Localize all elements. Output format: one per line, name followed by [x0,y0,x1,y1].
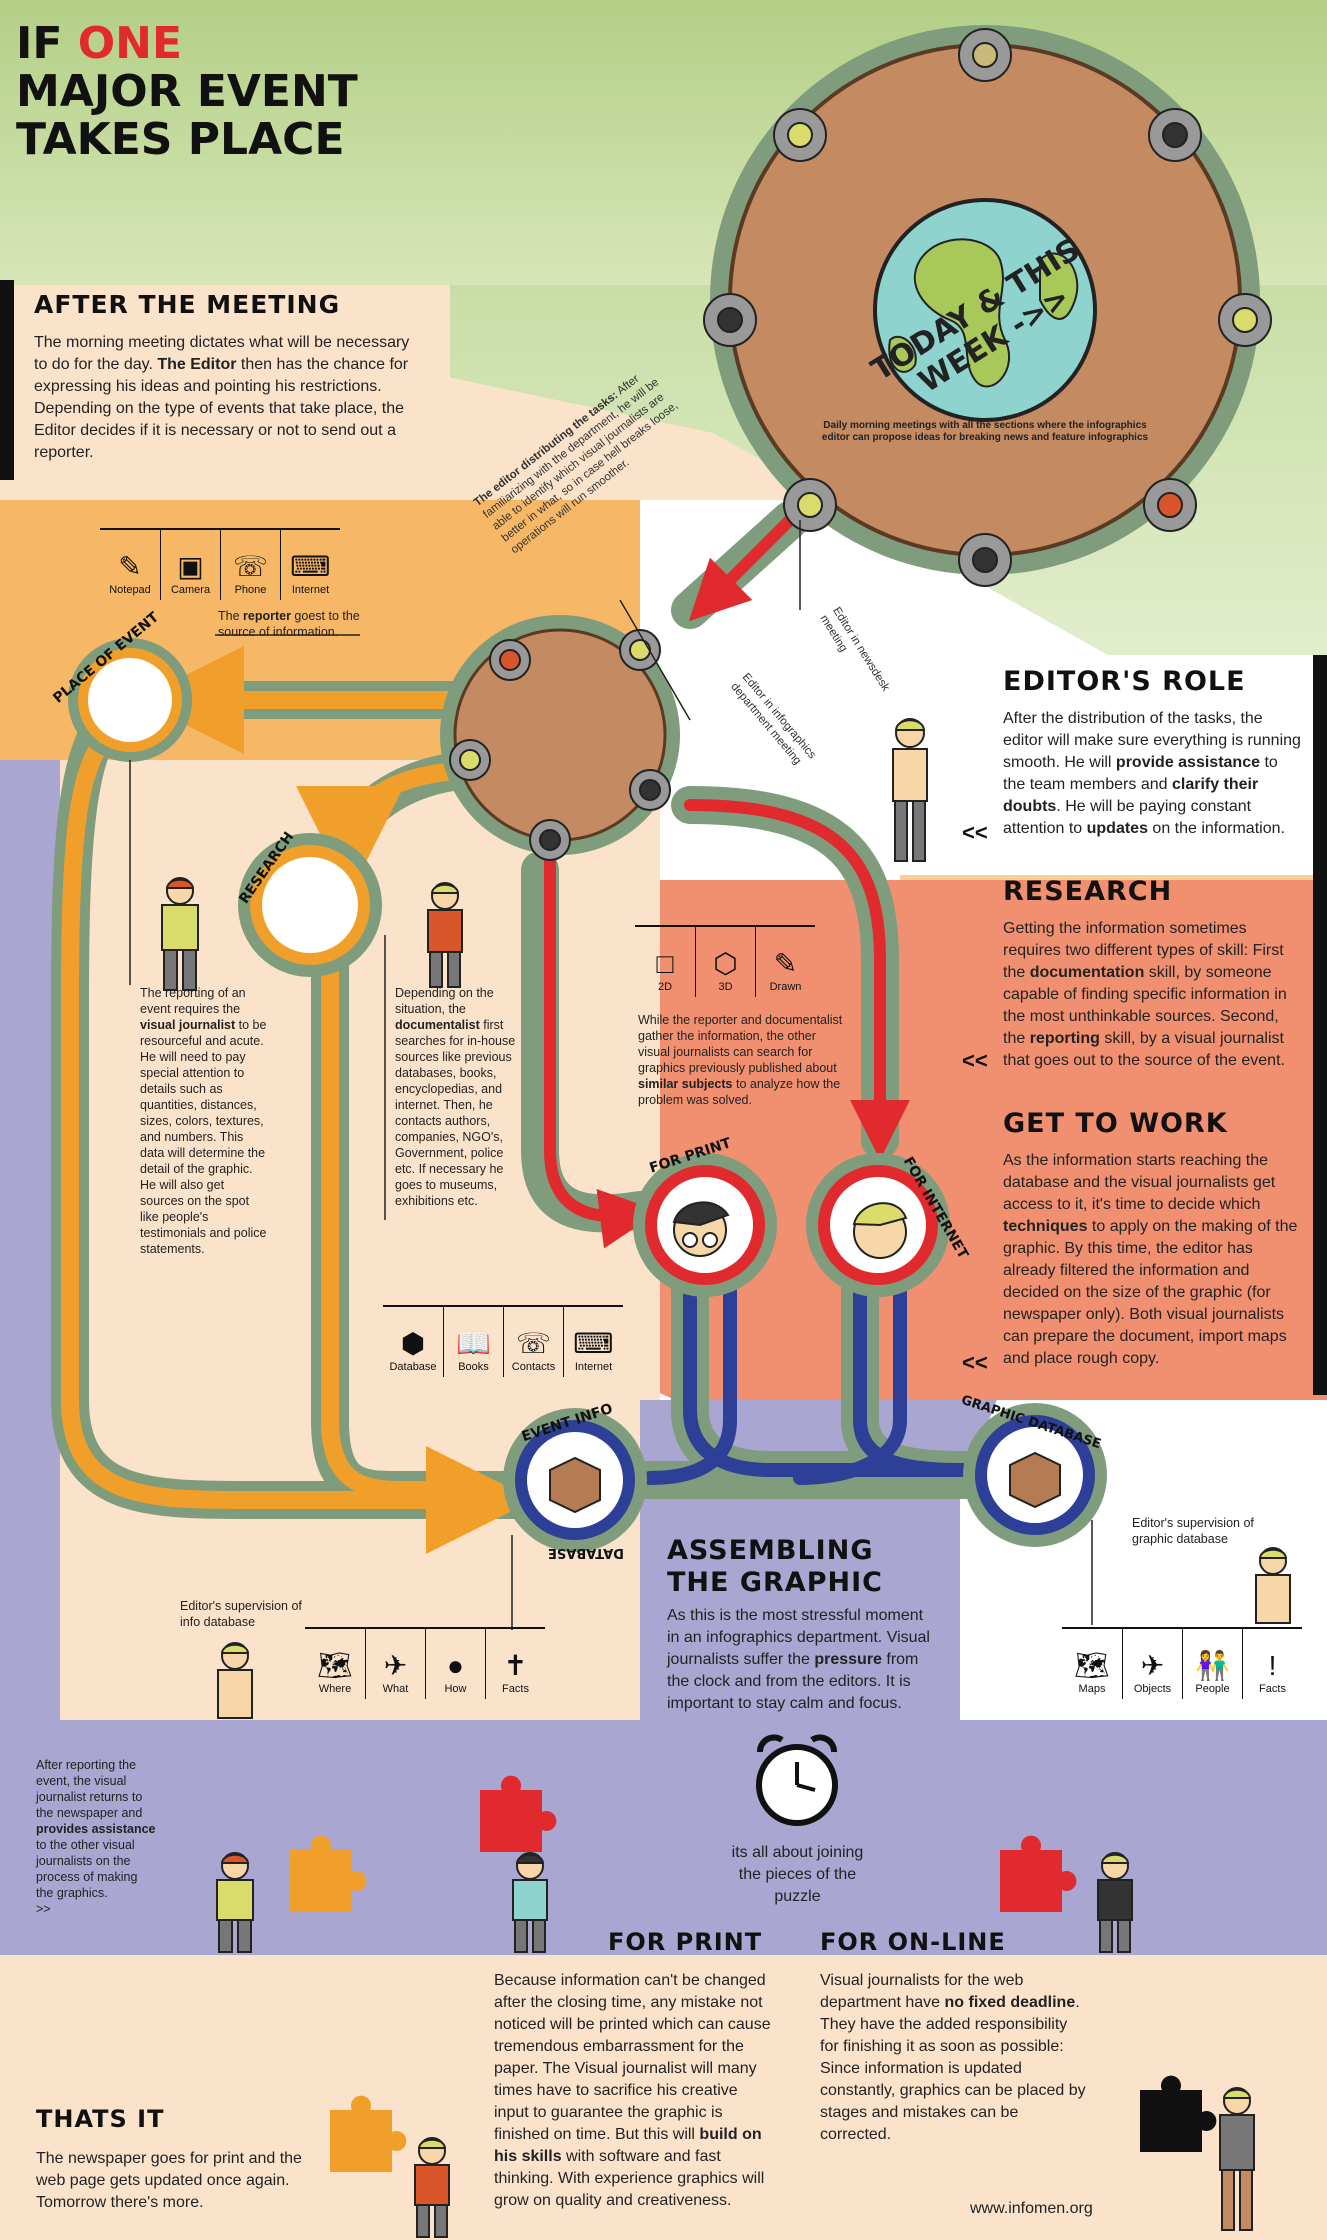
exclamation-icon: ! [1268,1650,1277,1681]
tool-camera: ▣Camera [160,530,220,600]
tool-2d: □2D [656,948,674,993]
plane-icon: ✈ [383,1650,408,1681]
map-icon: 🗺 [317,1650,353,1681]
tool-database: ⬢Database [389,1328,437,1373]
box-icon: ⬢ [400,1328,426,1359]
editors-role-body: After the distribution of the tasks, the… [1003,710,1301,837]
bomb-icon: ● [447,1650,464,1681]
after-reporting-note: After reporting the event, the visual jo… [36,1758,156,1916]
for-online-body: Visual journalists for the web departmen… [820,1972,1086,2143]
documentalist-note: Depending on the situation, the document… [395,986,516,1208]
tool-drawn: ✎Drawn [755,927,815,997]
after-meeting-heading: AFTER THE MEETING [34,290,341,319]
editor-figure-role [892,718,928,862]
title-if: IF [16,18,78,69]
editor-figure-info [217,1642,253,1719]
journalist-figure-5 [1219,2087,1255,2231]
editor-figure-graphic [1255,1547,1291,1624]
tool-internet: ⌨Internet [280,530,340,600]
get-to-work-arrow: << [962,1350,988,1375]
tool-gdb-facts: !Facts [1242,1629,1302,1699]
for-online-heading: FOR ON-LINE [820,1928,1006,1956]
cube-icon: ⬡ [713,948,738,979]
reporter-toolbox: ✎Notepad ▣Camera ☏Phone ⌨Internet [100,528,340,600]
research-heading: RESEARCH [1003,876,1173,907]
table-ring-text: Daily morning meetings with all the sect… [821,420,1149,443]
documentalist-figure [427,882,463,988]
map-icon: 🗺 [1074,1650,1110,1681]
notepad-icon: ✎ [118,551,142,582]
title-major-event: MAJOR EVENT [16,66,358,117]
editors-role-heading: EDITOR'S ROLE [1003,666,1246,697]
research-bar [1313,875,1327,1105]
get-to-work-body: As the information starts reaching the d… [1003,1152,1298,1367]
journalist-figure-2 [512,1852,548,1953]
assembling-body: As this is the most stressful moment in … [667,1607,930,1712]
camera-icon: ▣ [177,551,204,582]
people-icon: 👫 [1195,1650,1230,1681]
bg-lavender-left [0,760,60,1720]
phone-icon: ☏ [515,1328,551,1359]
title-takes-place: TAKES PLACE [16,114,345,165]
footer-url: www.infomen.org [970,2200,1093,2217]
page-title: IF ONE MAJOR EVENT TAKES PLACE [16,20,358,164]
tool-facts: ✝Facts [485,1629,545,1699]
tool-maps: 🗺Maps [1074,1650,1110,1695]
editors-role-arrow: << [962,820,988,845]
laptop-icon: ⌨ [290,551,331,582]
editor-supervision-info: Editor's supervision of info database [180,1599,302,1629]
info-toolbox: 🗺Where ✈What ●How ✝Facts [305,1627,545,1699]
get-to-work-bar [1313,1105,1327,1395]
graphic-db-toolbox: 🗺Maps ✈Objects 👫People !Facts [1062,1627,1302,1699]
journalist-figure-1 [216,1852,254,1953]
graphic-toolbox: □2D ⬡3D ✎Drawn [635,925,815,997]
title-one: ONE [77,18,183,69]
graphic-note: While the reporter and documentalist gat… [638,1013,843,1107]
laptop-icon: ⌨ [573,1328,614,1359]
editor-supervision-graphic: Editor's supervision of graphic database [1132,1516,1254,1546]
assembling-heading: ASSEMBLING THE GRAPHIC [667,1535,883,1598]
reporter-figure [161,877,199,991]
research-body: Getting the information sometimes requir… [1003,920,1287,1069]
tool-books: 📖Books [443,1307,503,1377]
database-label: DATABASE [548,1545,624,1560]
cross-icon: ✝ [503,1650,528,1681]
journalist-figure-3 [1097,1852,1133,1953]
pencil-icon: ✎ [773,948,798,979]
puzzle-caption: its all about joining the pieces of the … [731,1844,864,1905]
for-print-body: Because information can't be changed aft… [494,1972,771,2209]
tool-people: 👫People [1182,1629,1242,1699]
tool-3d: ⬡3D [695,927,755,997]
research-toolbox: ⬢Database 📖Books ☏Contacts ⌨Internet [383,1305,623,1377]
editors-role-bar [1313,655,1327,875]
after-meeting-bar [0,280,14,480]
after-meeting-body: The morning meeting dictates what will b… [34,334,410,461]
phone-icon: ☏ [232,551,268,582]
for-print-heading: FOR PRINT [608,1928,763,1956]
get-to-work-heading: GET TO WORK [1003,1108,1228,1139]
reporter-note: The reporter goest to the source of info… [218,609,360,639]
thats-it-heading: THATS IT [36,2105,165,2133]
research-arrow: << [962,1048,988,1073]
square-icon: □ [656,948,674,979]
plane-icon: ✈ [1140,1650,1165,1681]
tool-research-internet: ⌨Internet [563,1307,623,1377]
journalist-figure-4 [414,2137,450,2238]
tool-objects: ✈Objects [1122,1629,1182,1699]
tool-phone: ☏Phone [220,530,280,600]
tool-how: ●How [425,1629,485,1699]
tool-contacts: ☏Contacts [503,1307,563,1377]
tool-what: ✈What [365,1629,425,1699]
book-icon: 📖 [456,1328,491,1359]
visual-journalist-note: The reporting of an event requires the v… [140,986,267,1256]
tool-where: 🗺Where [317,1650,353,1695]
bg-bottom-peach [0,1955,1327,2240]
tool-notepad: ✎Notepad [109,551,151,596]
bg-white-right-1 [900,655,1327,875]
thats-it-body: The newspaper goes for print and the web… [36,2150,302,2211]
